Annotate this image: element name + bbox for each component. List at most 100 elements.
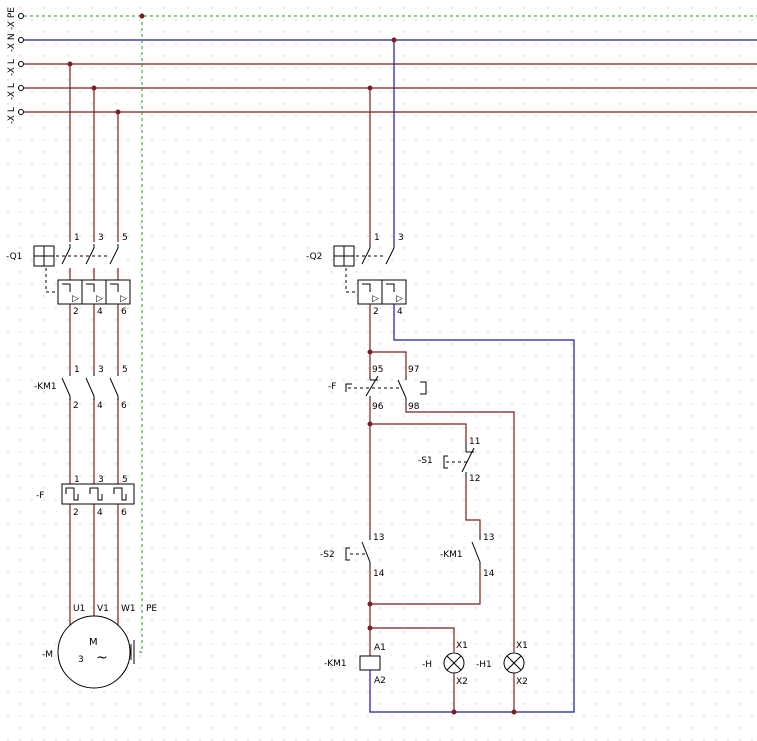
f-aux-tag: -F [328, 382, 336, 392]
q1-t3: 3 [98, 233, 104, 243]
s1-t12: 12 [469, 474, 480, 484]
km1-coil-a1: A1 [374, 643, 386, 653]
motor-w1: W1 [121, 604, 136, 614]
n-rail-label: -X N [7, 33, 17, 52]
motor-u1: U1 [73, 604, 85, 614]
km1-coil-a2: A2 [374, 676, 386, 686]
km1-t6: 6 [121, 401, 127, 411]
motor: M 3 ~ -M U1 V1 W1 PE [42, 604, 157, 689]
q1-t6: 6 [121, 307, 127, 317]
km1-t2: 2 [73, 401, 79, 411]
s1-branch-wire [370, 423, 467, 444]
km1-t3: 3 [98, 365, 104, 375]
f-aux-t96: 96 [372, 402, 384, 412]
km1-aux-t13: 13 [483, 533, 494, 543]
km1-t5: 5 [122, 365, 128, 375]
q2-t4: 4 [397, 307, 403, 317]
f-overload-relay: -F 1 3 5 2 4 6 [36, 475, 135, 518]
node-604 [367, 601, 373, 607]
s2-t13: 13 [373, 533, 384, 543]
km1-t4: 4 [97, 401, 103, 411]
lamp-h1-tag: -H1 [476, 660, 492, 670]
s1-t11: 11 [469, 437, 480, 447]
km1-coil-tag: -KM1 [324, 659, 347, 669]
q2-breaker: ▷▷ -Q2 1 3 2 4 [306, 233, 407, 317]
control-circuit: ▷▷ -Q2 1 3 2 4 -F 95 97 [306, 37, 575, 715]
km1-aux-return-wire [370, 568, 481, 605]
motor-tilde: ~ [96, 650, 108, 666]
q2-t2: 2 [373, 307, 379, 317]
svg-text:▷: ▷ [372, 294, 379, 304]
lamp-h-x1: X1 [456, 641, 468, 651]
q1-t5: 5 [122, 233, 128, 243]
neutral-return-wire [393, 304, 575, 713]
q2-tag: -Q2 [306, 252, 322, 262]
f-aux-t97: 97 [408, 365, 419, 375]
l2-node [91, 85, 97, 91]
l1-node [67, 61, 73, 67]
motor-tag: -M [42, 650, 53, 660]
pe-node [139, 13, 145, 19]
l3-rail-label: -X L [7, 107, 17, 124]
f-aux-t98: 98 [408, 402, 420, 412]
s1-stop-button[interactable]: -S1 11 12 [418, 437, 480, 484]
lamp-h-wire [370, 627, 455, 652]
l1-rail-label: -X L [7, 59, 17, 76]
km1-contactor: -KM1 1 3 5 2 4 6 [34, 365, 128, 411]
l3-node [115, 109, 121, 115]
ctrl-n-node [391, 37, 397, 43]
svg-text:▷: ▷ [72, 294, 79, 304]
motor-phases: 3 [78, 655, 84, 665]
motor-symbol: M [89, 637, 98, 648]
q1-t4: 4 [97, 307, 103, 317]
pe-wire [136, 16, 143, 653]
lamp-h1-x2: X2 [516, 677, 528, 687]
f-aux-contact: -F 95 97 96 98 [328, 365, 427, 412]
lamp-h-tag: -H [422, 660, 432, 670]
l1-terminal [18, 61, 24, 67]
km1-tag: -KM1 [34, 382, 57, 392]
q2-t3: 3 [398, 233, 404, 243]
motor-circle [57, 615, 131, 689]
q2-t1: 1 [374, 233, 380, 243]
f-t1: 1 [74, 475, 80, 485]
l2-rail-label: -X L [7, 83, 17, 100]
supply-rails: -X PE -X N -X L -X L -X L [7, 7, 757, 124]
motor-pe: PE [146, 604, 157, 614]
f-tag: -F [36, 491, 44, 501]
motor-v1: V1 [97, 604, 109, 614]
f-t3: 3 [98, 475, 104, 485]
q1-breaker: ▷▷▷ -Q1 1 3 5 2 4 6 [6, 233, 131, 317]
km1-aux-tag: -KM1 [440, 550, 463, 560]
pe-terminal [18, 13, 24, 19]
s2-tag: -S2 [320, 550, 335, 560]
lamp-h: -H X1 X2 [422, 641, 468, 687]
q1-t2: 2 [73, 307, 79, 317]
f-t5: 5 [122, 475, 128, 485]
s2-start-button[interactable]: -S2 13 14 [320, 533, 385, 579]
svg-text:▷: ▷ [120, 294, 127, 304]
lamp-h-x2: X2 [456, 677, 468, 687]
f-t6: 6 [121, 508, 127, 518]
km1-aux-contact: -KM1 13 14 [440, 533, 495, 579]
s1-tag: -S1 [418, 456, 433, 466]
l3-terminal [18, 109, 24, 115]
node-454-712 [451, 709, 457, 715]
f-aux-t95: 95 [372, 365, 383, 375]
l2-terminal [18, 85, 24, 91]
q1-t1: 1 [74, 233, 80, 243]
lamp-h1-wire [405, 402, 515, 652]
s2-t14: 14 [373, 569, 385, 579]
node-514-712 [511, 709, 517, 715]
svg-text:▷: ▷ [96, 294, 103, 304]
km1-t1: 1 [74, 365, 80, 375]
pe-rail-label: -X PE [7, 7, 17, 30]
km1-aux-t14: 14 [483, 569, 495, 579]
f-nc-branch [370, 351, 407, 376]
ctrl-l-node [367, 85, 373, 91]
power-circuit: ▷▷▷ -Q1 1 3 5 2 4 6 -KM1 1 3 5 2 4 6 [6, 13, 157, 689]
km1-coil-box [359, 655, 381, 671]
bottom-return-wire [369, 670, 514, 713]
n-terminal [18, 37, 24, 43]
